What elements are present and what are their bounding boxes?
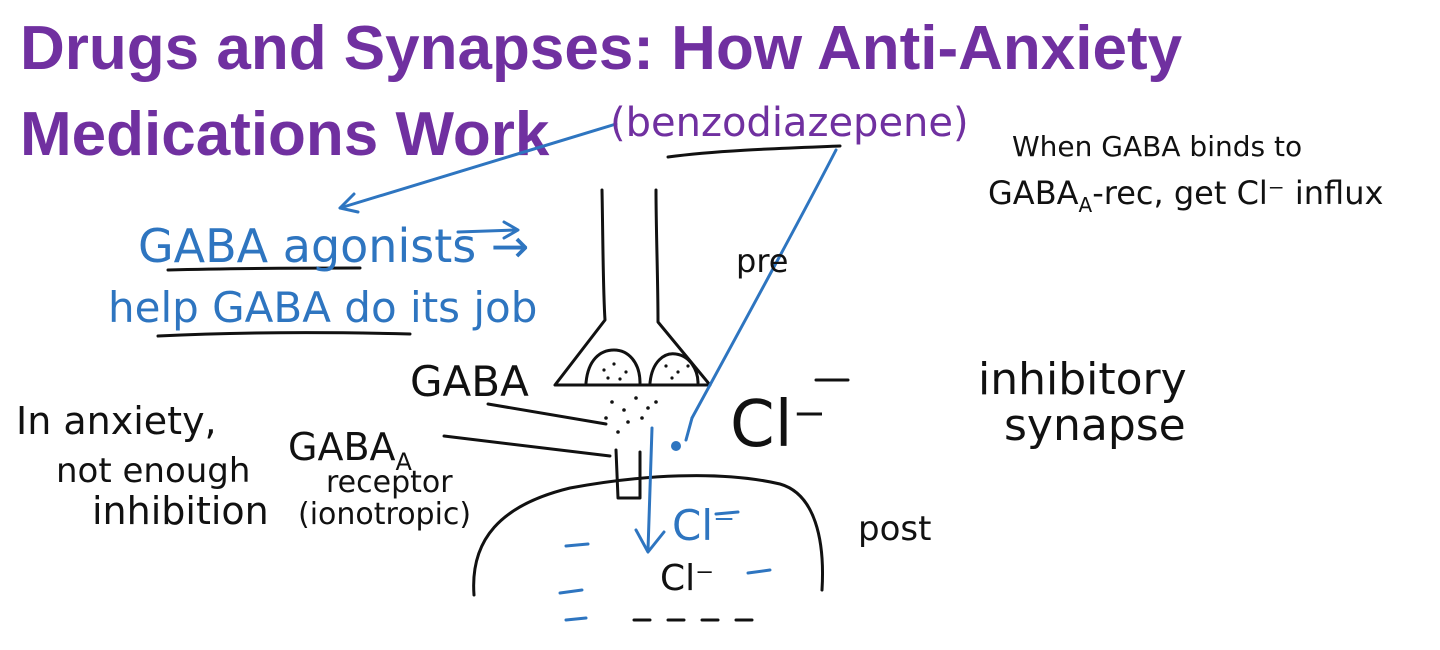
benzo-to-agonists-arrow	[338, 122, 618, 210]
postsynaptic-outline	[472, 474, 824, 597]
cl-inside-blue-label: Cl⁻	[672, 501, 735, 550]
synapse-label: synapse	[1004, 400, 1186, 451]
cl-influx-arrowhead	[634, 528, 666, 554]
post-label: post	[858, 509, 931, 549]
help-gaba-label: help GABA do its job	[108, 283, 537, 332]
benzo-binding-line-end	[684, 416, 694, 442]
gaba-binds-subscript: A	[1079, 193, 1093, 217]
anxiety-line-1: In anxiety,	[16, 399, 217, 443]
gaba-label: GABA	[410, 357, 529, 406]
benzo-arrowhead	[338, 192, 360, 214]
slide-title-line-1: Drugs and Synapses: How Anti-Anxiety	[20, 14, 1183, 83]
benzodiazepene-label: (benzodiazepene)	[610, 100, 969, 146]
label-pointers	[442, 378, 850, 458]
gaba-pointer	[486, 402, 608, 426]
presynaptic-outline	[553, 188, 712, 387]
vesicle-dots	[602, 362, 690, 381]
help-gaba-underline	[156, 331, 412, 338]
agonists-underline	[166, 266, 362, 272]
agonists-arrowhead	[502, 220, 520, 240]
gaba-binds-line-1: When GABA binds to	[1012, 130, 1302, 163]
agonists-arrow	[456, 228, 518, 234]
receptor-subscript: A	[396, 448, 413, 476]
cl-ion-outside-label: Cl⁻	[730, 388, 826, 462]
receptor-label-line-3: (ionotropic)	[298, 497, 471, 532]
presynaptic-terminal	[553, 144, 842, 434]
gaba-a-receptor-channel	[614, 448, 642, 500]
gaba-binds-line-2: GABAA-rec, get Cl⁻ influx	[988, 174, 1383, 217]
anxiety-line-3: inhibition	[92, 489, 269, 533]
cl-influx-arrow	[646, 426, 654, 552]
slide-title: Drugs and Synapses: How Anti-Anxiety Med…	[20, 6, 1220, 178]
vesicle-2	[648, 352, 700, 385]
anxiety-line-2: not enough	[56, 451, 250, 491]
vesicle-1	[584, 348, 642, 385]
receptor-pointer	[442, 434, 612, 458]
receptor-label-line-2: receptor	[326, 465, 453, 500]
cl-inside-black-label: Cl⁻	[660, 558, 714, 599]
slide-title-line-2: Medications Work	[20, 100, 550, 169]
postsynaptic-cell	[472, 448, 824, 622]
inhibitory-label: inhibitory	[978, 354, 1187, 405]
gaba-agonists-label: GABA agonists →	[138, 219, 529, 273]
benzo-binding-line	[690, 148, 838, 420]
negative-charge-marks-blue	[558, 510, 772, 622]
pre-label: pre	[736, 242, 788, 280]
released-gaba-dots	[604, 396, 658, 434]
presynaptic-top-line	[666, 144, 842, 159]
benzo-binding-site	[671, 441, 681, 451]
receptor-gaba: GABA	[288, 425, 396, 469]
gaba-binds-gaba: GABA	[988, 174, 1079, 212]
blue-annotation-strokes	[156, 122, 838, 554]
receptor-label-line-1: GABAA	[288, 425, 413, 476]
gaba-binds-rest: -rec, get Cl⁻ influx	[1092, 174, 1383, 212]
